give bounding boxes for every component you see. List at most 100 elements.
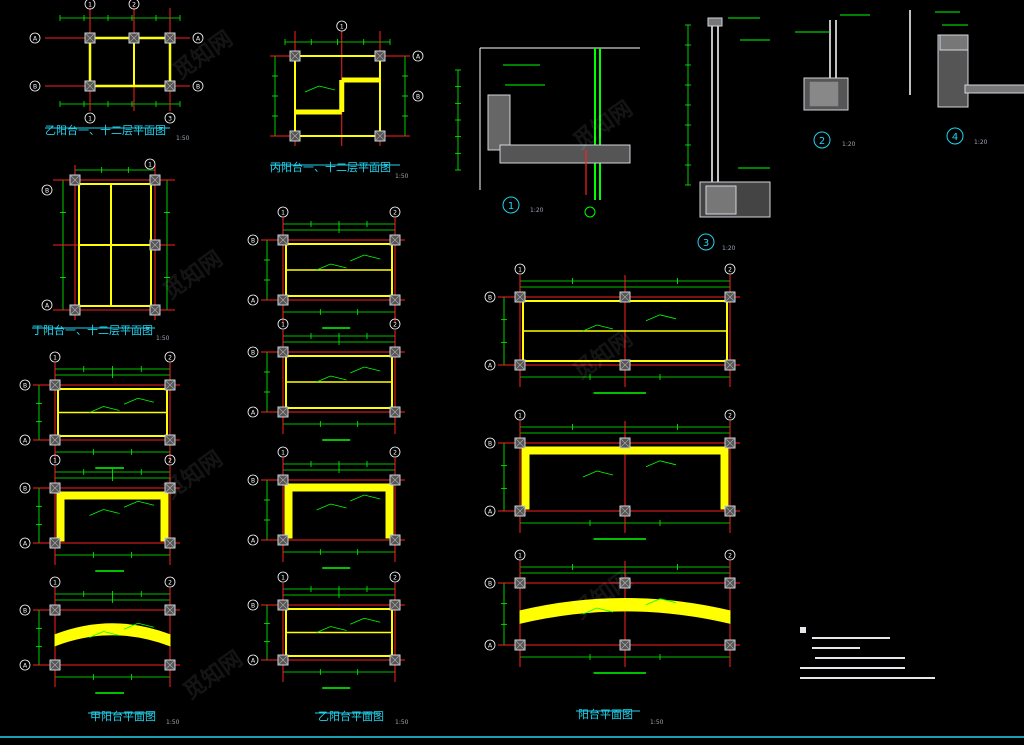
svg-text:A: A — [251, 658, 256, 665]
svg-text:4: 4 — [952, 132, 958, 143]
svg-text:1:20: 1:20 — [842, 141, 856, 148]
svg-text:1: 1 — [53, 580, 57, 587]
detail-section-3 — [685, 17, 771, 218]
svg-text:B: B — [416, 94, 420, 101]
plan-top-left: A B A B 1 2 1 3 — [29, 0, 204, 129]
svg-text:3: 3 — [168, 116, 172, 123]
svg-text:A: A — [23, 541, 28, 548]
svg-text:1: 1 — [508, 201, 514, 212]
plan-mid-4: A B 1 2 — [247, 571, 405, 689]
svg-text:1: 1 — [281, 210, 285, 217]
svg-text:1: 1 — [518, 267, 522, 274]
caption-plan-2: 丙阳台一、十二层平面图 — [270, 160, 391, 174]
svg-text:B: B — [23, 486, 27, 493]
caption-plan-1: 乙阳台一、十二层平面图 — [45, 123, 166, 137]
svg-text:3: 3 — [703, 238, 709, 249]
plan-mid-2: A B 1 2 — [247, 318, 405, 441]
svg-text:1: 1 — [148, 162, 152, 169]
svg-text:A: A — [45, 303, 50, 310]
svg-text:2: 2 — [819, 136, 825, 147]
caption-scale-4: 1:50 — [166, 719, 180, 726]
caption-scale-6: 1:50 — [650, 719, 664, 726]
svg-text:1: 1 — [53, 458, 57, 465]
detail-section-4 — [909, 10, 1024, 108]
caption-scale-5: 1:50 — [395, 719, 409, 726]
details-layer — [455, 10, 1024, 218]
svg-text:A: A — [23, 663, 28, 670]
svg-text:A: A — [251, 298, 256, 305]
svg-text:A: A — [23, 438, 28, 445]
svg-text:A: A — [416, 54, 421, 61]
detail-marker-3: 3 1:20 — [697, 233, 736, 252]
svg-text:1: 1 — [340, 24, 344, 31]
plan-right-1: A B 1 2 — [484, 263, 740, 394]
svg-text:1:20: 1:20 — [530, 207, 544, 214]
svg-text:2: 2 — [728, 413, 732, 420]
detail-marker-4: 4 1:20 — [946, 127, 988, 146]
svg-text:A: A — [251, 538, 256, 545]
caption-scale-1: 1:50 — [176, 135, 190, 142]
svg-text:B: B — [23, 608, 27, 615]
svg-text:B: B — [251, 603, 255, 610]
svg-text:2: 2 — [393, 575, 397, 582]
svg-text:A: A — [196, 36, 201, 43]
caption-scale-2: 1:50 — [395, 173, 409, 180]
svg-text:B: B — [251, 238, 255, 245]
svg-text:A: A — [33, 36, 38, 43]
svg-text:2: 2 — [168, 580, 172, 587]
svg-text:1: 1 — [518, 553, 522, 560]
svg-text:B: B — [33, 84, 37, 91]
svg-text:1: 1 — [88, 2, 92, 9]
svg-text:2: 2 — [168, 458, 172, 465]
svg-text:1: 1 — [518, 413, 522, 420]
svg-text:A: A — [488, 643, 493, 650]
svg-text:1: 1 — [53, 355, 57, 362]
plan-right-3: A B 1 2 — [484, 549, 740, 674]
svg-text:2: 2 — [393, 450, 397, 457]
plan-top-second: 1A B — [270, 20, 424, 166]
svg-text:2: 2 — [728, 553, 732, 560]
detail-section-1 — [455, 47, 640, 218]
plan-left-1: A B 1 2 — [19, 351, 180, 469]
svg-text:B: B — [251, 478, 255, 485]
svg-text:A: A — [488, 363, 493, 370]
svg-text:B: B — [23, 383, 27, 390]
caption-plan-5: 乙阳台平面图 — [318, 709, 384, 723]
general-notes — [800, 627, 935, 679]
svg-text:2: 2 — [168, 355, 172, 362]
svg-text:B: B — [196, 84, 200, 91]
detail-marker-2: 2 1:20 — [813, 131, 856, 149]
plan-right-2: A B 1 2 — [484, 409, 740, 540]
svg-text:B: B — [488, 441, 492, 448]
svg-text:A: A — [488, 509, 493, 516]
svg-text:1:20: 1:20 — [722, 245, 736, 252]
caption-plan-3: 丁阳台一、十二层平面图 — [32, 323, 153, 337]
svg-text:B: B — [488, 581, 492, 588]
svg-text:1: 1 — [281, 575, 285, 582]
svg-text:1: 1 — [281, 450, 285, 457]
detail-section-2 — [795, 14, 870, 111]
svg-text:1:20: 1:20 — [974, 139, 988, 146]
plan-left-2: A B 1 2 — [19, 454, 180, 572]
caption-plan-6: 阳台平面图 — [578, 707, 633, 721]
svg-text:A: A — [251, 410, 256, 417]
svg-text:2: 2 — [728, 267, 732, 274]
svg-text:1: 1 — [281, 322, 285, 329]
plan-left-tall: B A 1 — [32, 158, 175, 329]
plan-left-3: A B 1 2 — [19, 576, 180, 694]
svg-text:2: 2 — [393, 210, 397, 217]
svg-text:B: B — [45, 188, 49, 195]
plan-mid-1: A B 1 2 — [247, 206, 405, 329]
caption-plan-4: 甲阳台平面图 — [90, 709, 156, 723]
svg-text:2: 2 — [132, 2, 136, 9]
svg-text:B: B — [251, 350, 255, 357]
svg-text:1: 1 — [88, 116, 92, 123]
detail-marker-1: 1 1:20 — [502, 196, 544, 214]
plan-mid-3: A B 1 2 — [247, 446, 405, 569]
caption-scale-3: 1:50 — [156, 335, 170, 342]
svg-text:B: B — [488, 295, 492, 302]
svg-text:2: 2 — [393, 322, 397, 329]
